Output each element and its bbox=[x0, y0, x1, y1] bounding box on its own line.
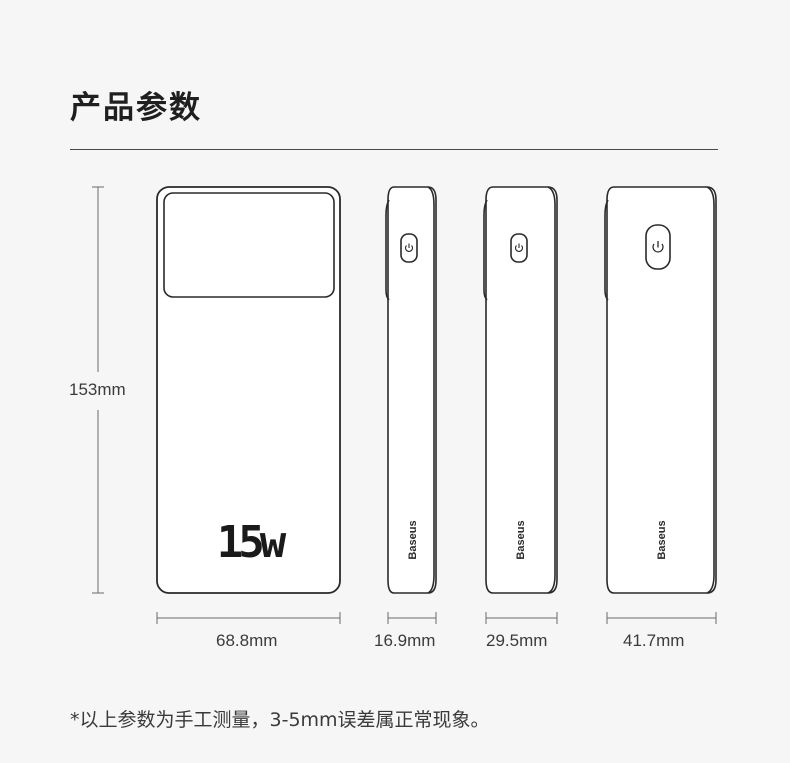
thickness-2-label: 29.5mm bbox=[486, 631, 548, 650]
brand-label-side-2: Baseus bbox=[515, 520, 527, 559]
title-divider bbox=[70, 149, 718, 150]
height-dimension-label: 153mm bbox=[69, 380, 126, 399]
height-dimension-line bbox=[92, 186, 104, 594]
power-rating-label: 15w bbox=[217, 517, 287, 568]
power-icon bbox=[652, 241, 664, 253]
thickness-1-label: 16.9mm bbox=[374, 631, 436, 650]
brand-label-side-3: Baseus bbox=[656, 520, 668, 559]
power-icon bbox=[404, 243, 414, 252]
width-dimension-lines bbox=[156, 612, 717, 624]
width-dimension-label: 68.8mm bbox=[216, 631, 278, 650]
thickness-3-label: 41.7mm bbox=[623, 631, 685, 650]
front-view-device bbox=[156, 186, 341, 594]
brand-label-side-1: Baseus bbox=[407, 520, 419, 559]
page-title: 产品参数 bbox=[70, 90, 202, 126]
power-icon bbox=[514, 243, 524, 252]
measurement-note: *以上参数为手工测量，3-5mm误差属正常现象。 bbox=[70, 709, 490, 731]
side-view-2-device bbox=[483, 186, 558, 594]
display-window bbox=[163, 192, 335, 298]
